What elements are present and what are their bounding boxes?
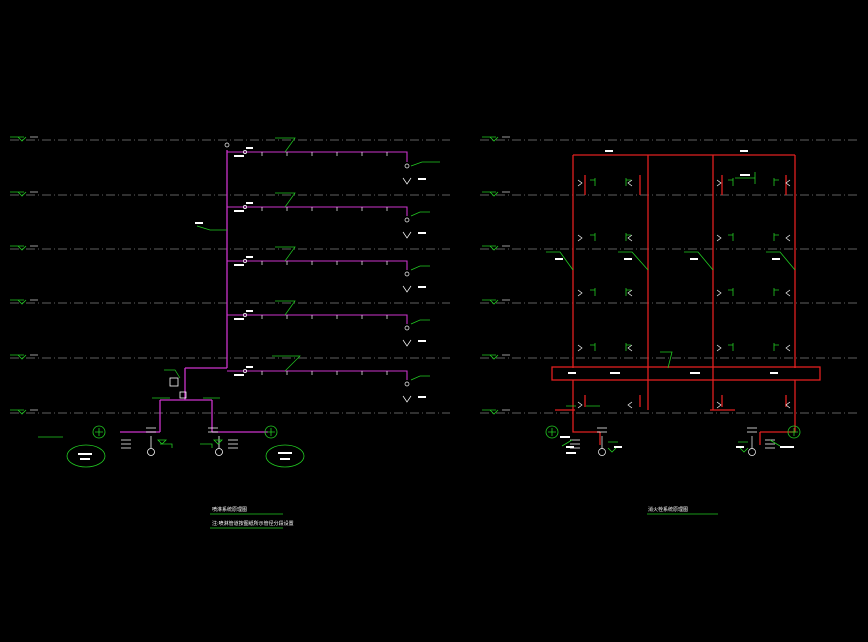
sprinkler-riser [120,150,268,433]
left-level-markers [10,136,27,415]
right-level-label-ticks [502,136,510,411]
right-drawing-title: 消火栓系统原理图 [648,506,688,513]
sprinkler-heads [224,142,412,403]
hydrant-annotations [555,150,794,454]
sprinkler-inlet-annotations [66,425,305,468]
sprinkler-leaders [38,137,440,438]
sprinkler-bubble-text [78,452,292,460]
right-level-markers [482,136,499,415]
sprinkler-fittings [121,377,238,456]
hydrant-cabinets [570,179,791,456]
hydrant-green-symbols [545,172,801,515]
sprinkler-annotations [195,147,426,398]
left-sprinkler-diagram: 喷淋系统原理图 注:喷淋管道按图纸所示管径分段设置 [10,136,450,529]
left-drawing-title: 喷淋系统原理图 [212,506,247,513]
hydrant-pipes [551,154,821,445]
right-hydrant-diagram: 消火栓系统原理图 [480,136,858,515]
left-floor-lines [10,139,450,414]
sprinkler-branches [227,151,408,380]
left-level-label-ticks [30,136,38,411]
left-drawing-note: 注:喷淋管道按图纸所示管径分段设置 [212,520,294,527]
right-floor-lines [480,139,858,414]
